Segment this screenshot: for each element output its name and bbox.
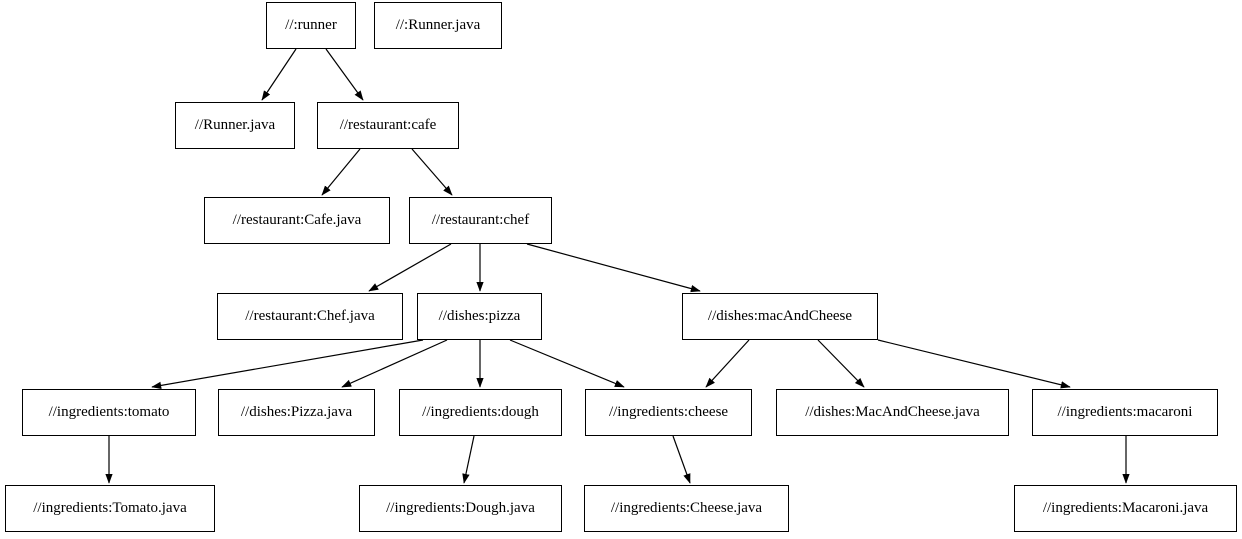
graph-node-label: //ingredients:tomato	[48, 404, 170, 420]
graph-node-ingredients_cheese_java[interactable]: //ingredients:Cheese.java	[584, 485, 789, 532]
graph-node-root_runner_java[interactable]: //:Runner.java	[374, 2, 502, 49]
graph-node-label: //ingredients:Dough.java	[386, 500, 535, 516]
graph-node-label: //Runner.java	[194, 117, 276, 133]
graph-node-dishes_macandcheese[interactable]: //dishes:macAndCheese	[682, 293, 878, 340]
graph-node-label: //:Runner.java	[395, 17, 481, 33]
graph-node-restaurant_chef[interactable]: //restaurant:chef	[409, 197, 552, 244]
graph-node-label: //dishes:macAndCheese	[707, 308, 853, 324]
graph-node-label: //dishes:MacAndCheese.java	[805, 404, 980, 420]
graph-node-ingredients_dough_java[interactable]: //ingredients:Dough.java	[359, 485, 562, 532]
graph-node-label: //ingredients:dough	[422, 404, 539, 420]
graph-node-label: //dishes:pizza	[438, 308, 521, 324]
graph-node-dishes_mac_java[interactable]: //dishes:MacAndCheese.java	[776, 389, 1009, 436]
graph-node-ingredients_dough[interactable]: //ingredients:dough	[399, 389, 562, 436]
graph-node-label: //restaurant:chef	[431, 212, 530, 228]
graph-node-runner_java[interactable]: //Runner.java	[175, 102, 295, 149]
graph-node-label: //ingredients:Tomato.java	[33, 500, 187, 516]
graph-node-label: //:runner	[285, 17, 337, 33]
graph-node-dishes_pizza_java[interactable]: //dishes:Pizza.java	[218, 389, 375, 436]
graph-node-dishes_pizza[interactable]: //dishes:pizza	[417, 293, 542, 340]
graph-node-label: //restaurant:Cafe.java	[232, 212, 362, 228]
graph-node-restaurant_chef_java[interactable]: //restaurant:Chef.java	[217, 293, 403, 340]
graph-node-ingredients_cheese[interactable]: //ingredients:cheese	[585, 389, 752, 436]
graph-node-label: //restaurant:cafe	[339, 117, 437, 133]
graph-node-runner[interactable]: //:runner	[266, 2, 356, 49]
graph-node-ingredients_tomato[interactable]: //ingredients:tomato	[22, 389, 196, 436]
graph-node-label: //restaurant:Chef.java	[245, 308, 375, 324]
graph-node-ingredients_tomato_java[interactable]: //ingredients:Tomato.java	[5, 485, 215, 532]
graph-node-label: //ingredients:macaroni	[1057, 404, 1193, 420]
graph-node-label: //dishes:Pizza.java	[240, 404, 353, 420]
graph-node-label: //ingredients:cheese	[608, 404, 729, 420]
graph-node-ingredients_macaroni_java[interactable]: //ingredients:Macaroni.java	[1014, 485, 1237, 532]
graph-node-label: //ingredients:Cheese.java	[610, 500, 763, 516]
graph-node-restaurant_cafe[interactable]: //restaurant:cafe	[317, 102, 459, 149]
graph-node-restaurant_cafe_java[interactable]: //restaurant:Cafe.java	[204, 197, 390, 244]
graph-node-label: //ingredients:Macaroni.java	[1042, 500, 1209, 516]
graph-node-ingredients_macaroni[interactable]: //ingredients:macaroni	[1032, 389, 1218, 436]
